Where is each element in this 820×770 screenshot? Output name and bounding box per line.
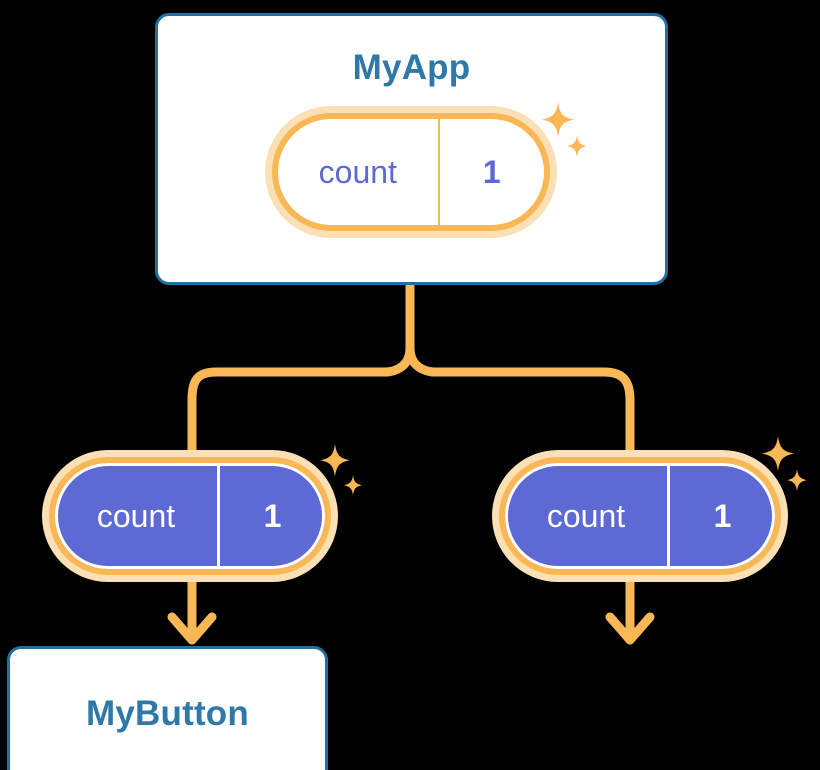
pill-body: count 1	[505, 463, 775, 569]
connector-arrow-right-head	[605, 612, 655, 645]
state-key-label: count	[96, 497, 176, 534]
connector-branch-left	[187, 343, 415, 465]
state-value-label: 1	[713, 497, 732, 534]
state-key-label: count	[318, 153, 397, 190]
component-label-mybutton-left: MyButton	[86, 694, 249, 733]
pill-body: count 1	[55, 463, 325, 569]
pill-divider	[437, 119, 440, 225]
component-label-myapp: MyApp	[352, 48, 471, 87]
state-value-label: 1	[263, 497, 282, 534]
pill-divider	[667, 463, 670, 569]
pill-divider	[217, 463, 220, 569]
connector-branch-right	[405, 343, 635, 465]
component-box-mybutton-left[interactable]: MyButton	[7, 646, 328, 770]
state-pill-myapp[interactable]: count 1	[265, 106, 557, 238]
state-value-label: 1	[482, 153, 501, 190]
state-pill-child-right[interactable]: count 1	[492, 450, 788, 582]
state-key-label: count	[546, 497, 626, 534]
connector-arrow-left-head	[167, 612, 217, 645]
state-pill-child-left[interactable]: count 1	[42, 450, 338, 582]
pill-body: count 1	[278, 119, 544, 225]
